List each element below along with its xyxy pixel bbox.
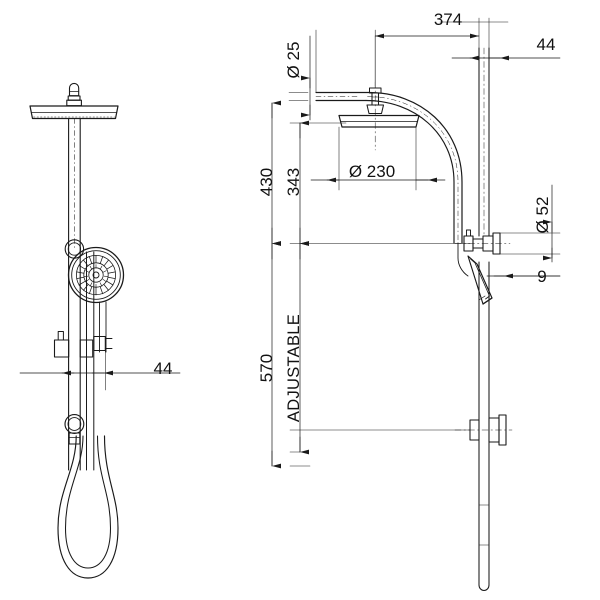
front-elevation-view (19, 82, 181, 579)
label-430: 430 (257, 168, 276, 196)
overhead-shower-head-front (29, 105, 119, 120)
label-adjustable: ADJUSTABLE (285, 314, 303, 422)
gooseneck-arm (315, 91, 463, 244)
hose-connector-front (64, 414, 85, 445)
top-finial (66, 82, 82, 107)
shower-hose-side (457, 242, 469, 277)
riser-rail-side (478, 47, 490, 591)
hand-shower-side (467, 255, 493, 305)
label-374: 374 (434, 10, 462, 29)
label-d52: Ø 52 (533, 197, 552, 234)
hand-shower-rose-front (67, 246, 125, 304)
witness-lines (288, 17, 561, 467)
dimension-44-left (19, 350, 181, 391)
dimension-labels: Ø 25 374 44 430 343 Ø 230 Ø 52 9 570 ADJ… (154, 10, 556, 422)
lower-holder-block (53, 331, 113, 358)
label-570: 570 (257, 354, 276, 382)
hand-shower-holder-side (454, 229, 511, 255)
rose-spray-ticks (76, 255, 116, 296)
label-44-right: 44 (537, 35, 556, 54)
label-9: 9 (537, 267, 546, 286)
hand-shower-handle-front (99, 301, 107, 353)
slide-bar-front (86, 251, 95, 471)
side-elevation-view (271, 17, 561, 591)
label-d25: Ø 25 (284, 42, 303, 79)
riser-rail-front (68, 117, 81, 471)
shower-hose-front (57, 435, 119, 579)
dimension-374 (374, 33, 480, 89)
label-343: 343 (284, 168, 303, 196)
label-d230: Ø 230 (349, 162, 395, 181)
label-44-left: 44 (154, 359, 173, 378)
